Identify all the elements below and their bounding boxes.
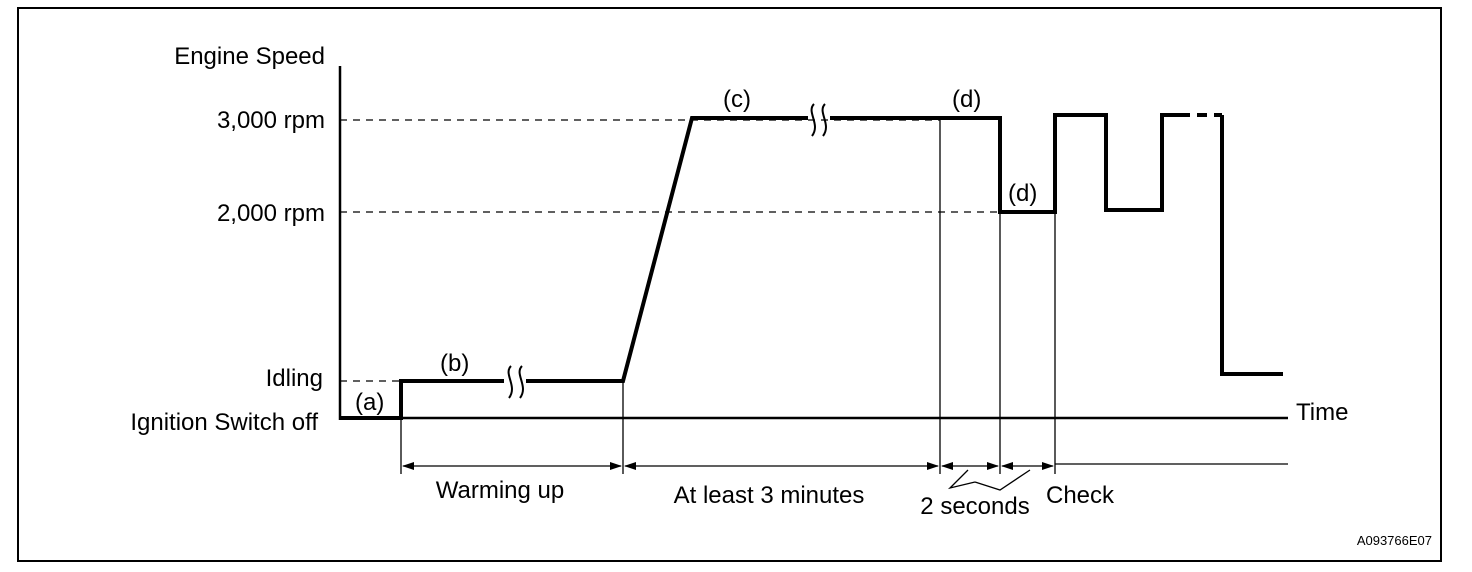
level-ignition-off: Ignition Switch off	[130, 409, 318, 436]
engine-speed-trace	[340, 113, 1180, 420]
level-2000-rpm: 2,000 rpm	[217, 200, 325, 227]
marker-c: (c)	[723, 86, 751, 113]
engine-speed-trace-end	[1220, 115, 1283, 376]
break-symbol-3000	[810, 103, 827, 137]
marker-b: (b)	[440, 350, 469, 377]
phase-two-seconds: 2 seconds	[920, 493, 1029, 520]
phase-check: Check	[1046, 482, 1115, 509]
level-3000-rpm: 3,000 rpm	[217, 107, 325, 134]
figure-frame	[17, 7, 1442, 562]
phase-warming-up: Warming up	[436, 477, 564, 504]
x-axis-title: Time	[1296, 399, 1348, 426]
y-axis-title: Engine Speed	[174, 43, 325, 70]
break-symbol-idling	[507, 365, 524, 399]
marker-d-2: (d)	[1008, 180, 1037, 207]
marker-a: (a)	[355, 389, 384, 416]
marker-d-1: (d)	[952, 86, 981, 113]
level-idling: Idling	[266, 365, 323, 392]
two-seconds-callout	[947, 469, 1031, 491]
phase-three-minutes: At least 3 minutes	[674, 482, 865, 509]
figure-code: A093766E07	[1357, 533, 1432, 548]
